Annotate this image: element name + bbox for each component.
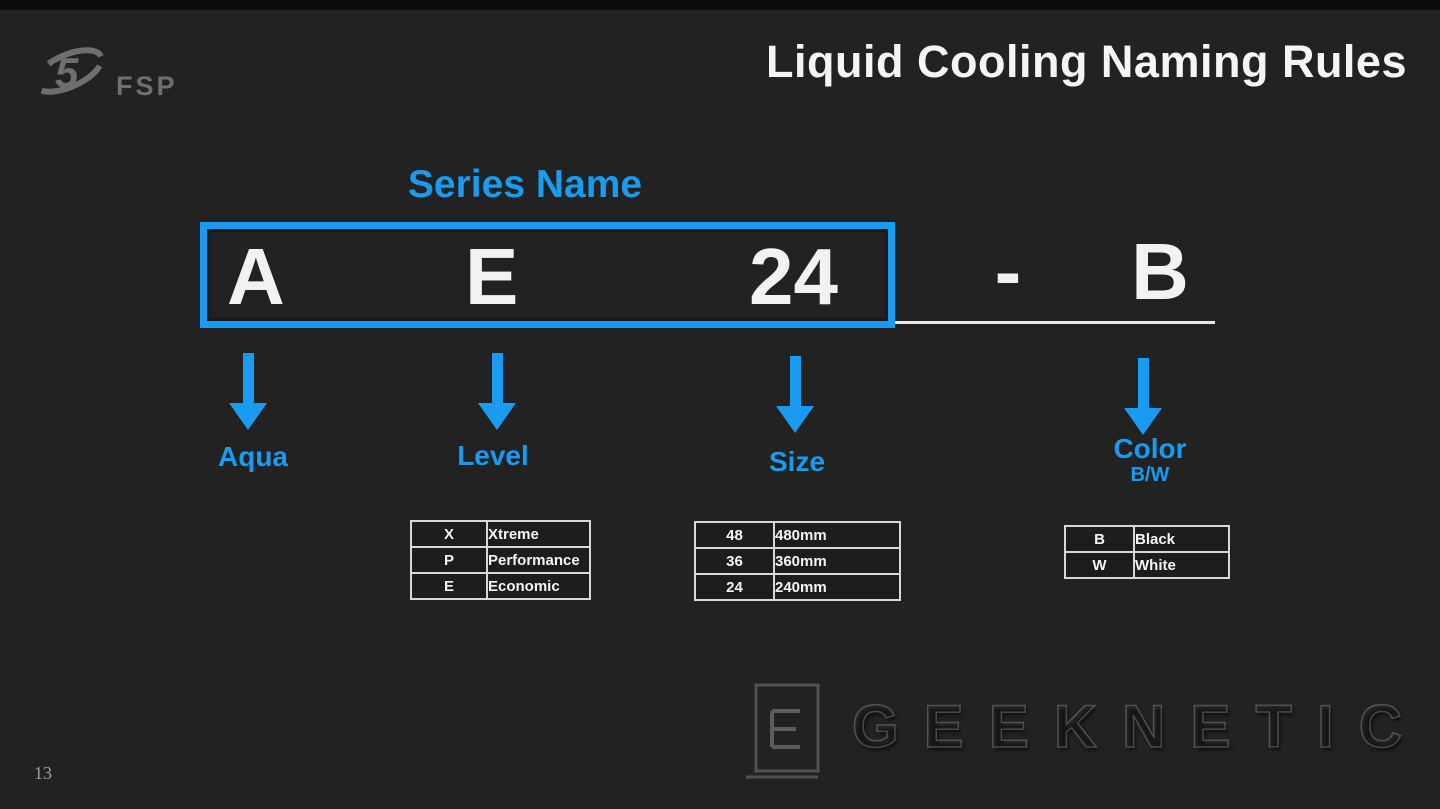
label-color-bw: B/W xyxy=(1130,464,1170,486)
size-code: 36 xyxy=(694,547,775,575)
code-letter-aqua: A xyxy=(227,232,285,321)
level-label: Xtreme xyxy=(486,520,591,548)
level-label: Performance xyxy=(486,546,591,574)
arrow-shaft xyxy=(491,353,503,403)
page-title: Liquid Cooling Naming Rules xyxy=(766,36,1407,87)
level-label: Economic xyxy=(486,572,591,600)
code-letter-color: B xyxy=(1131,227,1189,316)
geeknetic-watermark: GEEKNETIC xyxy=(742,680,1427,780)
table-row: 24 240mm xyxy=(694,573,901,601)
watermark-text: GEEKNETIC xyxy=(851,692,1428,761)
level-code: P xyxy=(410,546,488,574)
table-row: 48 480mm xyxy=(694,521,901,549)
size-legend-table: 48 480mm 36 360mm 24 240mm xyxy=(694,521,901,601)
table-row: 36 360mm xyxy=(694,547,901,575)
arrow-shaft xyxy=(242,353,254,403)
code-separator: - xyxy=(994,227,1022,316)
table-row: X Xtreme xyxy=(410,520,591,548)
arrow-head xyxy=(1124,408,1162,435)
label-aqua: Aqua xyxy=(218,441,288,472)
label-color: Color xyxy=(1113,433,1187,464)
color-legend-table: B Black W White xyxy=(1064,525,1230,579)
color-label: Black xyxy=(1133,525,1230,553)
table-row: W White xyxy=(1064,551,1230,579)
down-arrow-icon-size xyxy=(775,356,815,433)
color-code: B xyxy=(1064,525,1135,553)
size-code: 24 xyxy=(694,573,775,601)
top-strip xyxy=(0,0,1440,10)
size-code: 48 xyxy=(694,521,775,549)
arrow-head xyxy=(478,403,516,430)
size-label: 240mm xyxy=(773,573,901,601)
arrow-shaft xyxy=(1137,358,1149,408)
table-row: E Economic xyxy=(410,572,591,600)
down-arrow-icon-aqua xyxy=(228,353,268,430)
series-name-box: A E 24 xyxy=(200,222,895,328)
table-row: B Black xyxy=(1064,525,1230,553)
series-name-label: Series Name xyxy=(407,163,643,206)
table-row: P Performance xyxy=(410,546,591,574)
svg-text:5: 5 xyxy=(55,49,79,96)
level-code: E xyxy=(410,572,488,600)
fsp-logo-text: FSP xyxy=(116,71,178,101)
size-label: 360mm xyxy=(773,547,901,575)
down-arrow-icon-color xyxy=(1123,358,1163,435)
fsp-emblem-icon: 5 xyxy=(31,47,105,96)
suffix-underline xyxy=(895,321,1215,324)
fsp-logo: 5 FSP xyxy=(28,40,178,104)
color-code: W xyxy=(1064,551,1135,579)
code-letter-level: E xyxy=(465,232,519,321)
color-label: White xyxy=(1133,551,1230,579)
down-arrow-icon-level xyxy=(477,353,517,430)
size-label: 480mm xyxy=(773,521,901,549)
label-level: Level xyxy=(457,440,529,471)
level-legend-table: X Xtreme P Performance E Economic xyxy=(410,520,591,600)
level-code: X xyxy=(410,520,488,548)
arrow-shaft xyxy=(789,356,801,406)
page-number: 13 xyxy=(34,763,52,783)
code-letter-size: 24 xyxy=(749,232,838,321)
arrow-head xyxy=(229,403,267,430)
arrow-head xyxy=(776,406,814,433)
geeknetic-logo-icon xyxy=(746,683,820,779)
label-size: Size xyxy=(768,446,826,477)
